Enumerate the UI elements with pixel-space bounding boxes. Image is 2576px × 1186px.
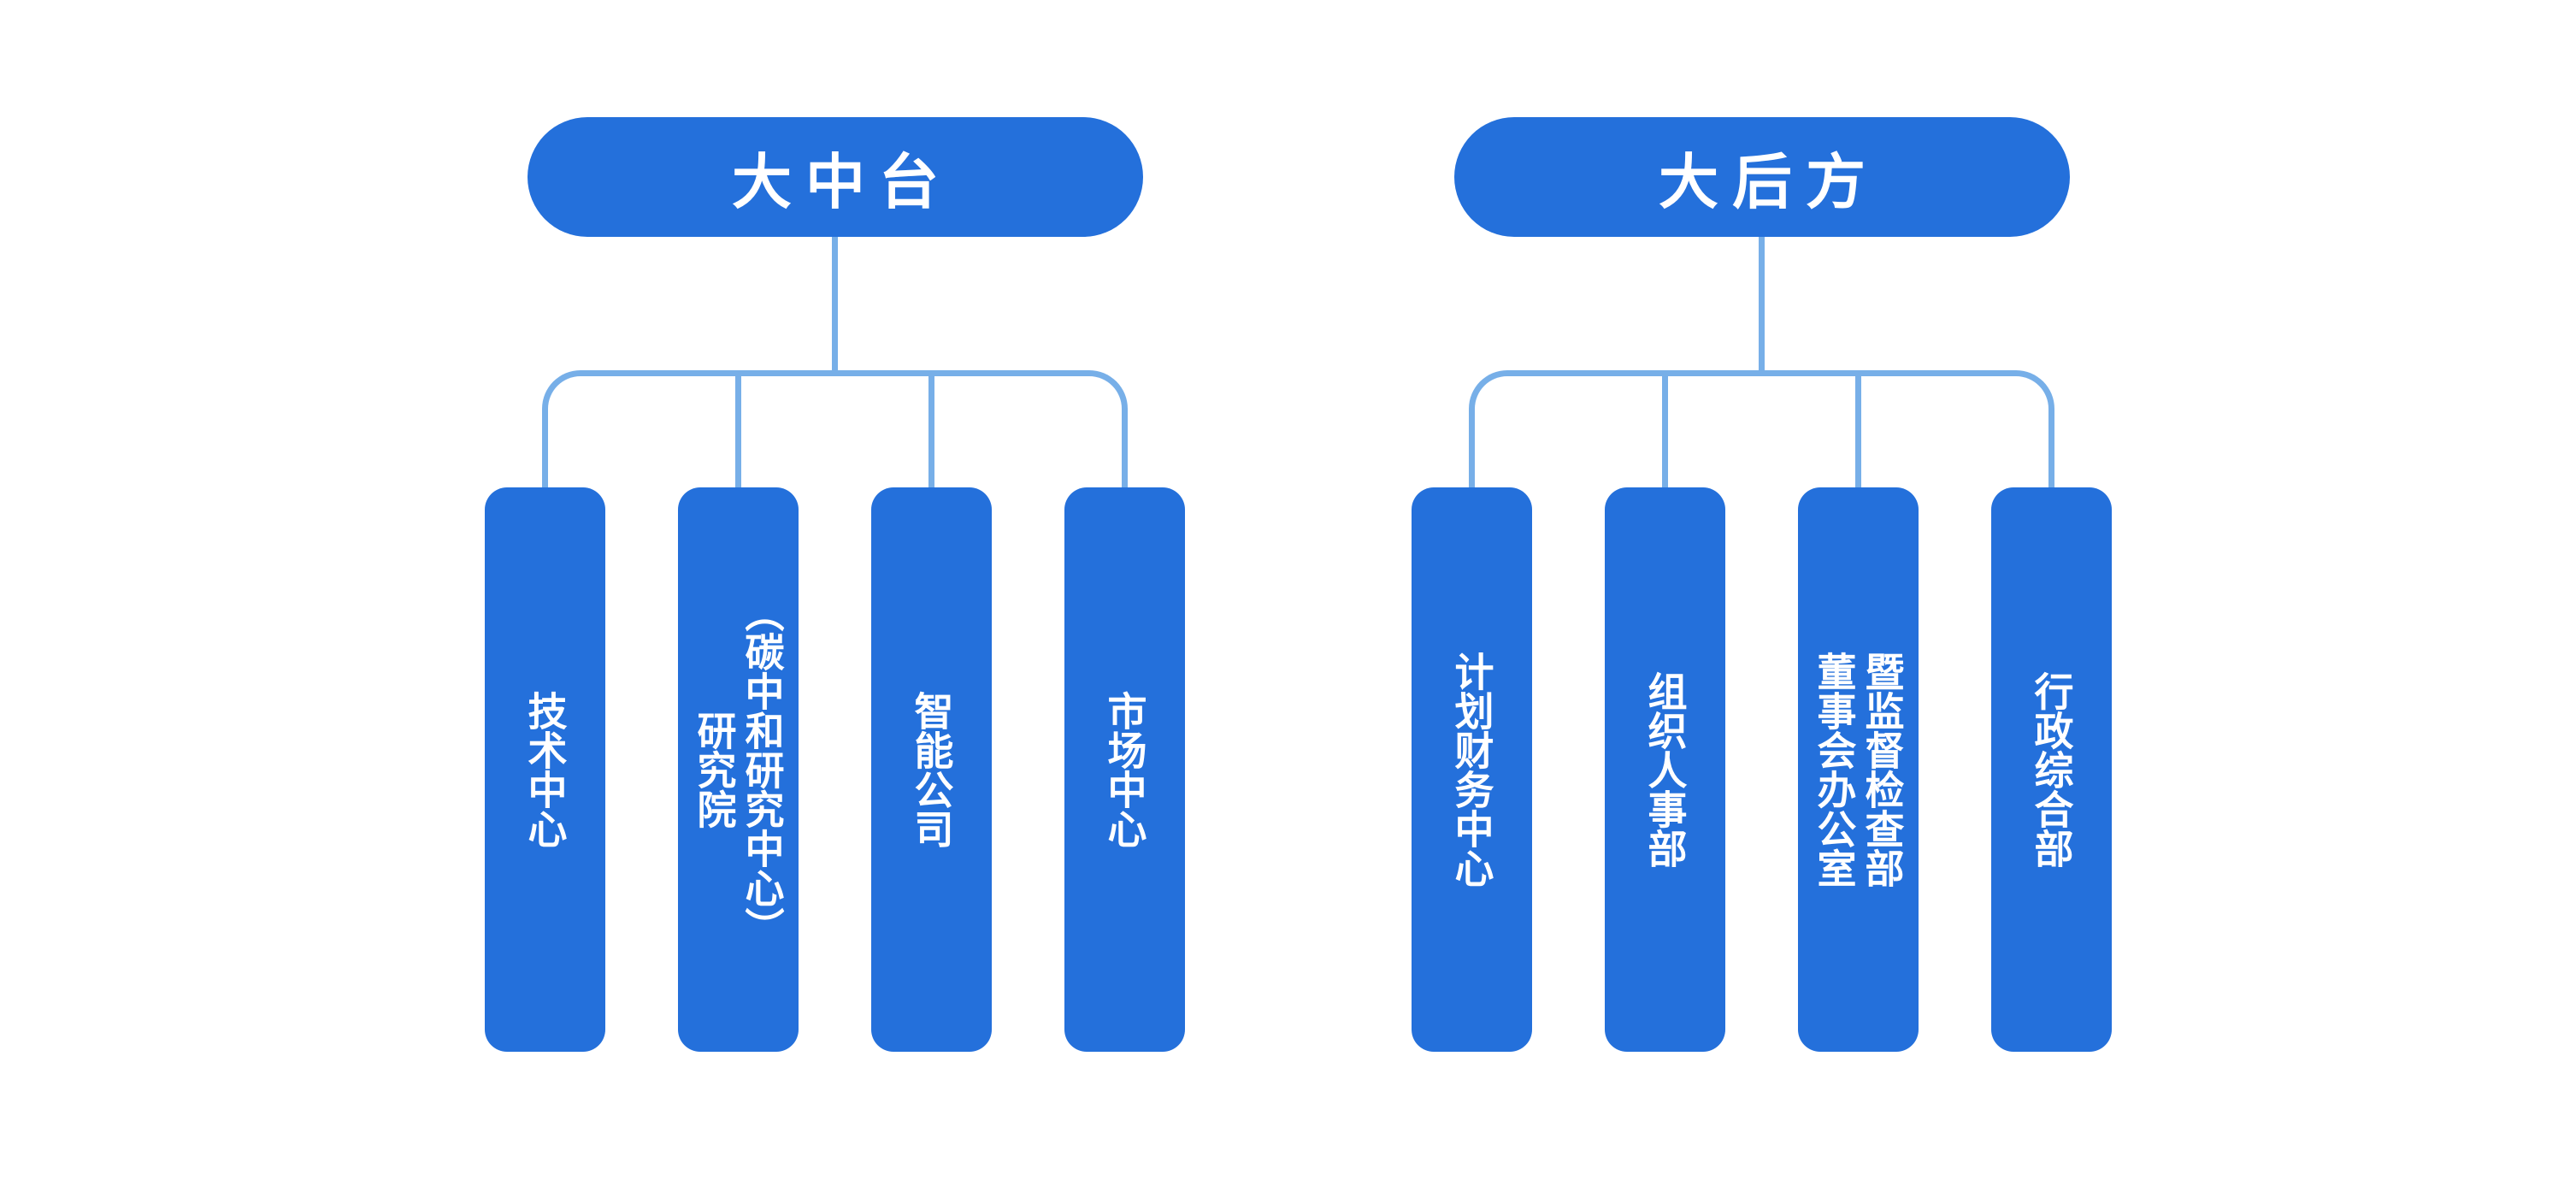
- node-label-line: 组织人事部: [1642, 671, 1688, 868]
- node-label-line: 研究院: [692, 711, 737, 829]
- children-row: 计划财务中心 组织人事部 董事会办公室 暨监督检查部 行政综合部: [1412, 487, 2112, 1052]
- node-label-line: 计划财务中心: [1449, 652, 1494, 888]
- connector-drop: [1855, 370, 1861, 487]
- node-label: 技术中心: [522, 691, 569, 848]
- root-node-da-hou-fang[interactable]: 大后方: [1454, 117, 2070, 237]
- node-label-line: （碳中和研究中心）: [740, 593, 785, 947]
- root-node-label: 大后方: [1659, 148, 1879, 215]
- node-organization-hr-dept[interactable]: 组织人事部: [1605, 487, 1725, 1052]
- node-label-line: 董事会办公室: [1812, 652, 1857, 888]
- node-admin-general-dept[interactable]: 行政综合部: [1991, 487, 2112, 1052]
- node-board-office-supervision-inspection-dept[interactable]: 董事会办公室 暨监督检查部: [1798, 487, 1919, 1052]
- connector-drop: [735, 370, 741, 487]
- node-label-line: 行政综合部: [2029, 671, 2074, 868]
- node-label: 市场中心: [1101, 691, 1149, 848]
- tree-da-hou-fang: 大后方 计划财务中心 组织人事部 董事会办公室 暨监督检查部: [1412, 117, 2112, 1052]
- node-label: 计划财务中心: [1448, 652, 1496, 888]
- node-label: 行政综合部: [2028, 671, 2076, 868]
- node-label: 组织人事部: [1642, 671, 1689, 868]
- children-row: 技术中心 研究院 （碳中和研究中心） 智能公司 市场中心: [485, 487, 1185, 1052]
- connector-trunk: [1759, 237, 1765, 374]
- node-label: 董事会办公室 暨监督检查部: [1811, 652, 1907, 888]
- connector-rail: [1469, 370, 2054, 487]
- node-label-line: 技术中心: [522, 691, 568, 848]
- root-node-label: 大中台: [732, 148, 952, 215]
- root-node-da-zhong-tai[interactable]: 大中台: [528, 117, 1143, 237]
- connector-drop: [928, 370, 934, 487]
- node-market-center[interactable]: 市场中心: [1064, 487, 1185, 1052]
- node-label-line: 市场中心: [1102, 691, 1147, 848]
- node-label: 研究院 （碳中和研究中心）: [691, 593, 787, 947]
- connector-drop: [1662, 370, 1668, 487]
- node-intelligent-company[interactable]: 智能公司: [871, 487, 992, 1052]
- connector-rail: [542, 370, 1128, 487]
- node-research-institute-carbon-neutral-center[interactable]: 研究院 （碳中和研究中心）: [678, 487, 799, 1052]
- node-label: 智能公司: [908, 691, 956, 848]
- connector-trunk: [832, 237, 838, 374]
- node-label-line: 暨监督检查部: [1860, 652, 1905, 888]
- node-planning-finance-center[interactable]: 计划财务中心: [1412, 487, 1532, 1052]
- node-tech-center[interactable]: 技术中心: [485, 487, 605, 1052]
- node-label-line: 智能公司: [909, 691, 954, 848]
- tree-da-zhong-tai: 大中台 技术中心 研究院 （碳中和研究中心） 智能公司: [485, 117, 1185, 1052]
